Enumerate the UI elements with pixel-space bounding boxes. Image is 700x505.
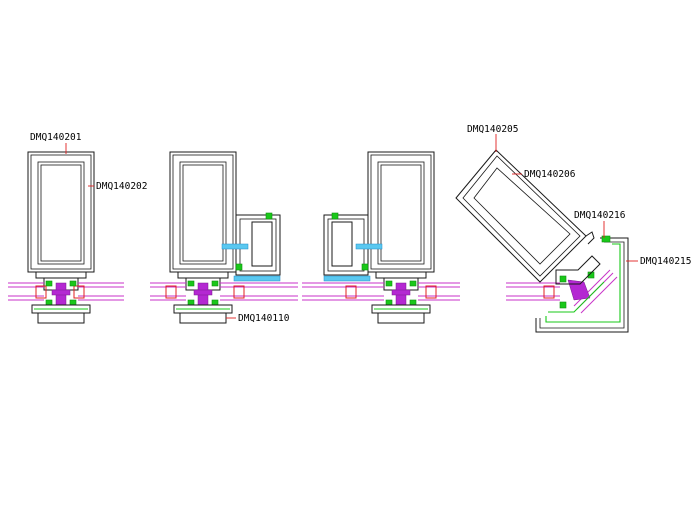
section-corner-mullion [455,149,629,333]
section-mullion-3 [302,151,460,324]
label-dmq140201: DMQ140201 [30,132,82,143]
section-mullion-1 [8,151,124,324]
label-dmq140205: DMQ140205 [467,124,518,135]
label-dmq140216: DMQ140216 [574,210,626,221]
label-dmq140110: DMQ140110 [238,313,290,324]
label-dmq140215: DMQ140215 [640,256,691,267]
section-mullion-2 [150,151,298,324]
label-dmq140202: DMQ140202 [96,181,147,192]
label-dmq140206: DMQ140206 [524,169,576,180]
